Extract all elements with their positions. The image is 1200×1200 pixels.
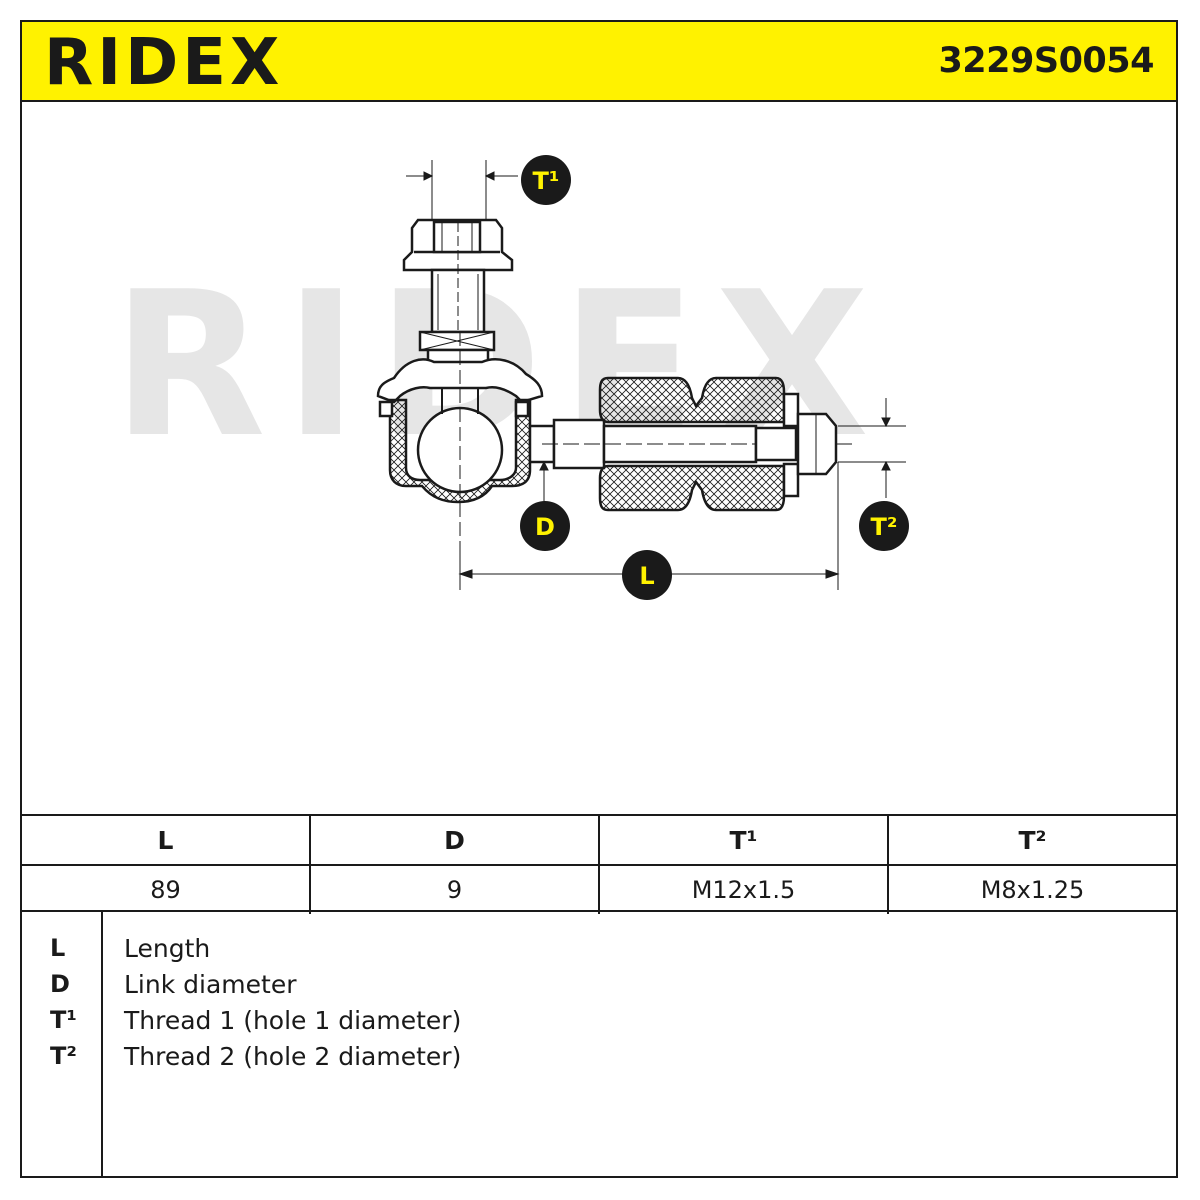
legend-item: L Length xyxy=(22,930,1176,966)
value-cell-l: 89 xyxy=(22,866,311,914)
dimension-table-values: 89 9 M12x1.5 M8x1.25 xyxy=(22,866,1176,914)
callout-t2: T² xyxy=(859,501,909,551)
legend: L Length D Link diameter T¹ Thread 1 (ho… xyxy=(22,912,1176,1178)
ball-joint-housing xyxy=(376,332,544,582)
callout-l-label: L xyxy=(639,562,654,590)
rubber-bushings xyxy=(598,376,800,512)
callout-t1: T¹ xyxy=(521,155,571,205)
legend-description: Link diameter xyxy=(124,970,297,999)
ridex-logo: RIDEX xyxy=(44,26,283,96)
value-cell-t2: M8x1.25 xyxy=(980,876,1085,904)
legend-description: Length xyxy=(124,934,211,963)
value-cell-t1: M12x1.5 xyxy=(600,866,889,914)
bottom-nut xyxy=(754,412,838,476)
callout-t1-label: T¹ xyxy=(533,167,560,195)
header-cell-l: L xyxy=(22,816,311,864)
callout-d-label: D xyxy=(535,513,555,541)
technical-drawing: RIDEX xyxy=(22,102,1176,814)
legend-key: L xyxy=(50,934,66,962)
callout-l: L xyxy=(622,550,672,600)
legend-description: Thread 2 (hole 2 diameter) xyxy=(124,1042,462,1071)
legend-key: T² xyxy=(50,1042,77,1070)
legend-key: T¹ xyxy=(50,1006,77,1034)
legend-item: T¹ Thread 1 (hole 1 diameter) xyxy=(22,1002,1176,1038)
datasheet-frame: RIDEX 3229S0054 RIDEX xyxy=(20,20,1178,1178)
part-number: 3229S0054 xyxy=(938,41,1154,81)
legend-item: D Link diameter xyxy=(22,966,1176,1002)
legend-divider xyxy=(101,912,103,1178)
header-cell-t1: T¹ xyxy=(600,816,889,864)
upper-stud xyxy=(418,222,496,372)
dimension-table: L D T¹ T² 89 9 M12x1.5 M8x1.25 xyxy=(22,814,1176,914)
legend-key: D xyxy=(50,970,70,998)
dimension-table-header: L D T¹ T² xyxy=(22,816,1176,866)
legend-description: Thread 1 (hole 1 diameter) xyxy=(124,1006,462,1035)
header-cell-d: D xyxy=(311,816,600,864)
legend-item: T² Thread 2 (hole 2 diameter) xyxy=(22,1038,1176,1074)
brand-text: RIDEX xyxy=(44,26,283,96)
value-cell-d: 9 xyxy=(311,866,600,914)
callout-t2-label: T² xyxy=(871,513,898,541)
callout-d: D xyxy=(520,501,570,551)
link-rod xyxy=(528,418,852,470)
header-cell-t2: T² xyxy=(1018,825,1047,855)
stabilizer-link-diagram: RIDEX xyxy=(112,155,909,600)
header-bar: RIDEX 3229S0054 xyxy=(22,22,1176,102)
